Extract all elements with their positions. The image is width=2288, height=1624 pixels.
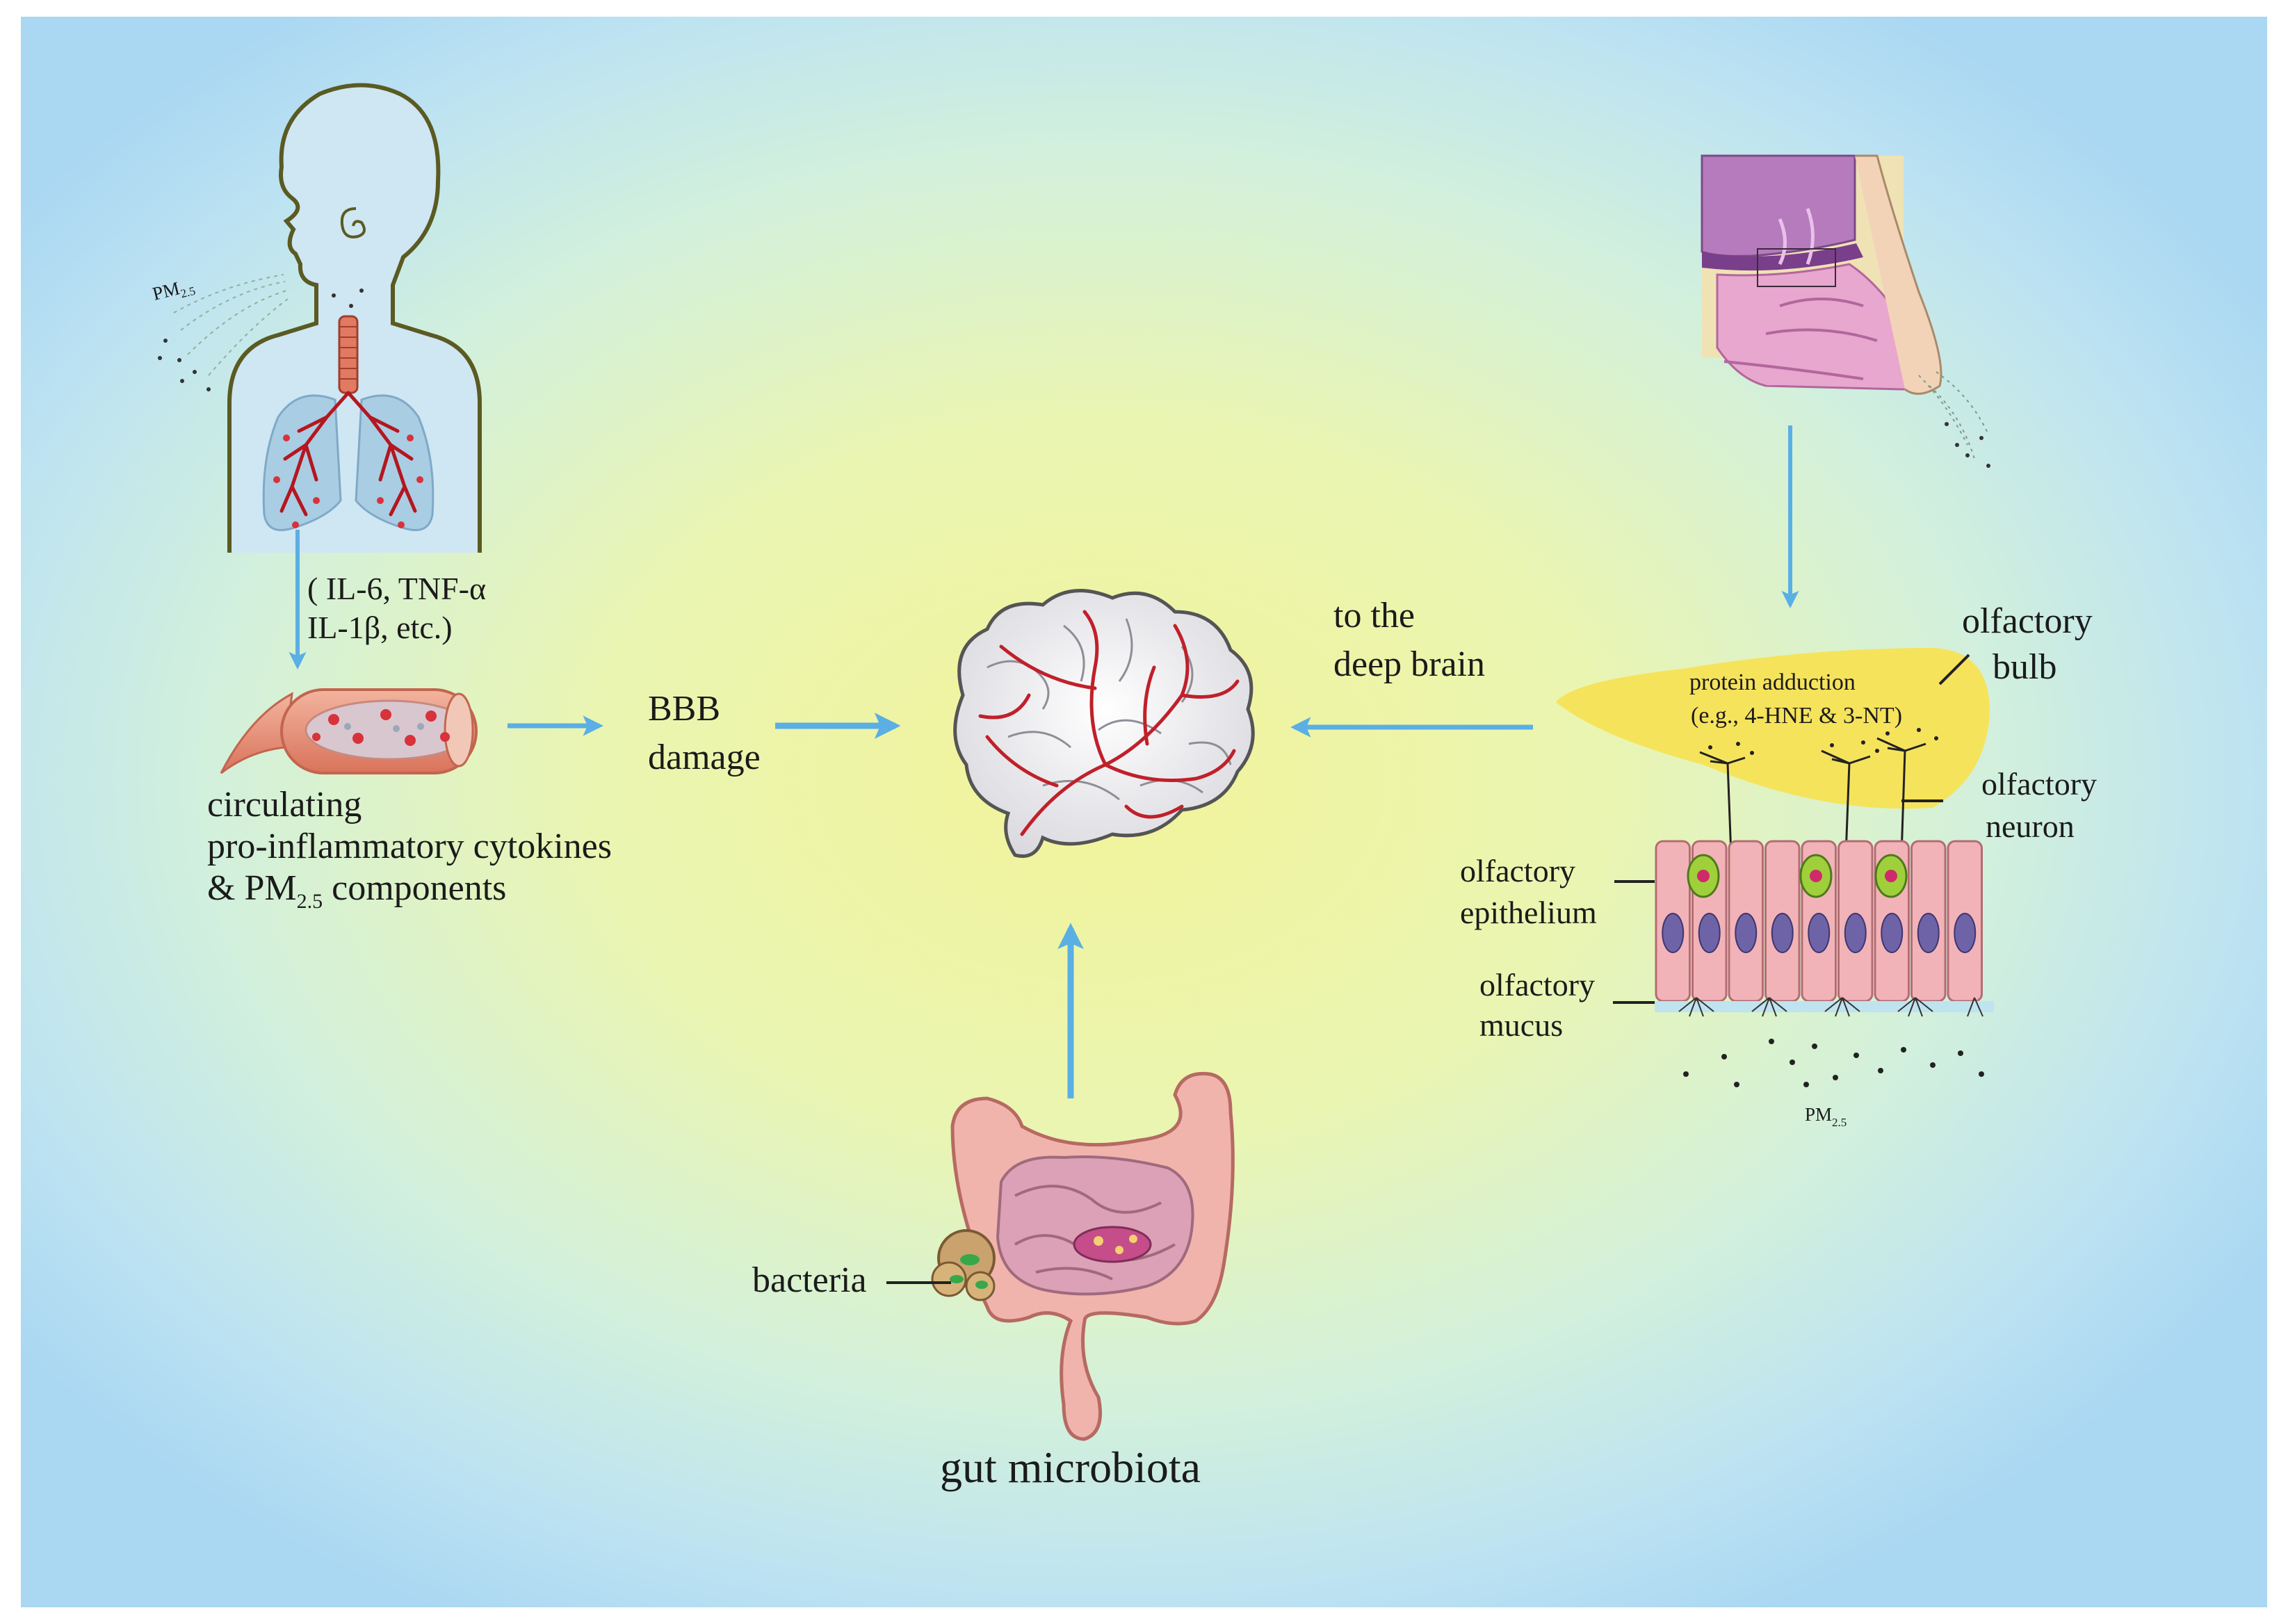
olfactory-zoom-box xyxy=(1757,248,1836,287)
protein-adduction-line2: (e.g., 4-HNE & 3-NT) xyxy=(1691,703,1902,729)
cell-nucleus xyxy=(1662,913,1685,953)
brain-illustration xyxy=(953,589,1255,858)
brain-vessels xyxy=(978,610,1240,836)
olfactory-epithelium-label-line1: olfactory xyxy=(1460,853,1575,888)
cell-nucleus xyxy=(1844,913,1867,953)
small-intestine xyxy=(996,1155,1194,1296)
mucus-layer xyxy=(1655,1001,1994,1012)
bacteria-cluster xyxy=(931,1229,996,1301)
protein-adduction-line1: protein adduction xyxy=(1689,669,1856,695)
right-lung xyxy=(355,394,435,531)
left-lung xyxy=(262,394,342,531)
olfactory-epithelium-label-line2: epithelium xyxy=(1460,895,1597,930)
brain-section xyxy=(1701,154,1856,257)
olfactory-mucus-label-line2: mucus xyxy=(1479,1007,1563,1043)
olfactory-neurons xyxy=(1699,737,1926,856)
cytokine-list-line1: ( IL-6, TNF-α xyxy=(307,571,486,606)
gut-microbiota-title: gut microbiota xyxy=(940,1443,1201,1492)
deep-brain-label-line2: deep brain xyxy=(1333,644,1485,684)
olfactory-neuron-label-line2: neuron xyxy=(1986,809,2075,844)
vessel-caption-line3: & PM2.5 components xyxy=(207,868,506,913)
neuron-nucleus xyxy=(1697,870,1710,882)
vessel-tail xyxy=(220,692,293,774)
cell-nucleus xyxy=(1771,913,1794,953)
nasal-cavity-illustration xyxy=(1701,154,1990,468)
cell-nucleus xyxy=(1954,913,1977,953)
cell-nucleus xyxy=(1808,913,1831,953)
olfactory-bulb xyxy=(1556,648,1990,809)
bacteria-label: bacteria xyxy=(752,1260,867,1300)
intestine-illustration xyxy=(931,1071,1235,1441)
olfactory-epithelium xyxy=(1655,840,1983,1002)
mucus-cilia xyxy=(1678,997,1983,1017)
intestine-detail xyxy=(1073,1226,1152,1263)
bronchial-tree xyxy=(279,391,417,517)
vessel-caption-line1: circulating xyxy=(207,785,362,825)
bbb-label-line1: BBB xyxy=(648,689,720,729)
bbb-label-line2: damage xyxy=(648,738,761,777)
neuron-nucleus xyxy=(1810,870,1822,882)
blood-vessel-illustration xyxy=(220,688,478,774)
cell-nucleus xyxy=(1698,913,1721,953)
olfactory-mucus-label-line1: olfactory xyxy=(1479,967,1595,1002)
cell-nucleus xyxy=(1881,913,1904,953)
cell-nucleus xyxy=(1917,913,1940,953)
brain-outline xyxy=(953,589,1255,858)
deep-brain-label-line1: to the xyxy=(1333,596,1415,635)
pm25-label-lungs: PM2.5 xyxy=(150,274,197,307)
olfactory-bulb-label-line2: bulb xyxy=(1993,647,2056,687)
cytokine-list-line2: IL-1β, etc.) xyxy=(307,610,453,645)
ear-icon xyxy=(340,207,366,238)
neuron-nucleus xyxy=(1885,870,1897,882)
pm25-label-epithelium: PM2.5 xyxy=(1805,1104,1847,1129)
human-lungs-illustration: PM2.5 xyxy=(150,83,482,553)
cell-nucleus xyxy=(1735,913,1758,953)
olfactory-bulb-label-line1: olfactory xyxy=(1962,601,2093,641)
trachea xyxy=(338,315,359,394)
vessel-caption-line2: pro-inflammatory cytokines xyxy=(207,827,612,866)
olfactory-neuron-label-line1: olfactory xyxy=(1981,766,2097,802)
inhaled-pm-particles xyxy=(173,274,289,376)
pm-particles-below-epithelium xyxy=(1683,1039,1984,1087)
